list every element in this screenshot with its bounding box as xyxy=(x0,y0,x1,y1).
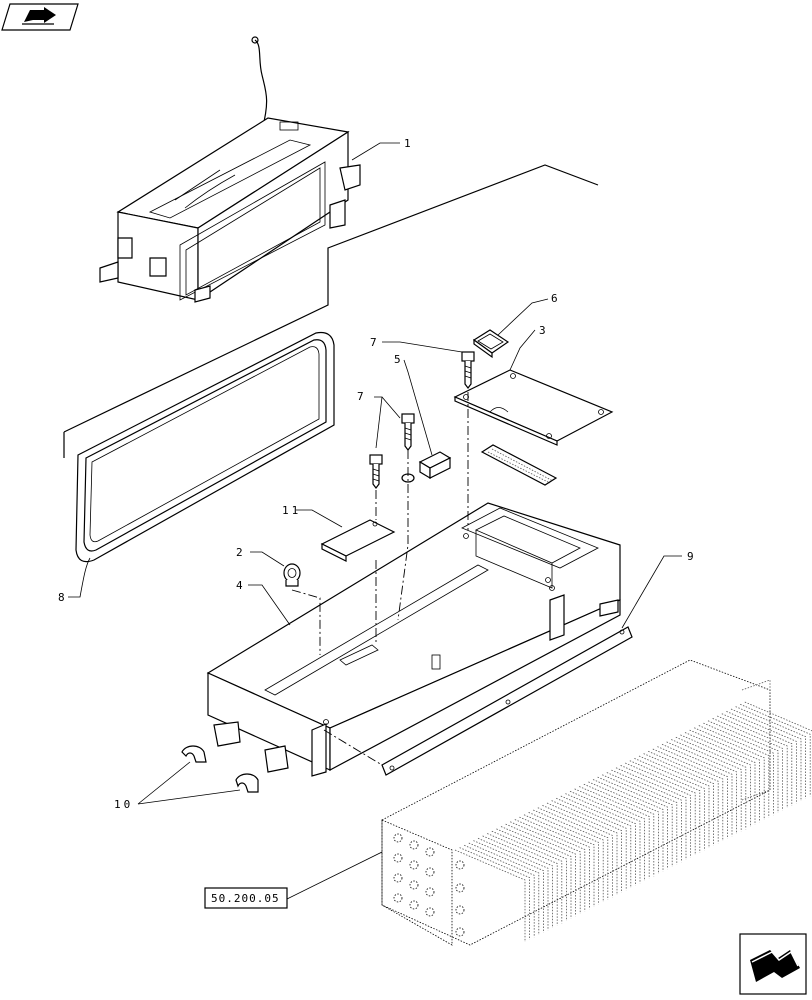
part-grommet xyxy=(283,563,301,587)
callout-4: 4 xyxy=(236,579,243,592)
reference-link[interactable]: 50.200.05 xyxy=(204,887,288,909)
callout-6: 6 xyxy=(551,292,558,305)
part-clip-upper xyxy=(181,745,207,763)
callout-11: 11 xyxy=(282,504,301,517)
part-trim-strip xyxy=(381,626,633,776)
part-screw-middle xyxy=(401,413,415,451)
callout-3: 3 xyxy=(539,324,546,337)
part-screw-lower xyxy=(369,454,383,489)
callout-7-top: 7 xyxy=(370,336,377,349)
callout-7-middle: 7 xyxy=(357,390,364,403)
part-pad xyxy=(472,329,510,359)
callout-9: 9 xyxy=(687,550,694,563)
book-arrow-icon[interactable] xyxy=(1,3,79,31)
callout-1: 1 xyxy=(404,137,411,150)
core-tubes xyxy=(393,833,465,937)
part-screw-top xyxy=(461,351,475,389)
part-housing xyxy=(206,502,621,777)
leader-lines xyxy=(68,142,682,900)
callout-2: 2 xyxy=(236,546,243,559)
part-gasket xyxy=(75,331,335,563)
next-page-arrow-icon[interactable] xyxy=(739,933,807,995)
part-clip-lower xyxy=(235,773,259,793)
callout-5: 5 xyxy=(394,353,401,366)
part-foam-strip xyxy=(480,444,558,486)
part-bracket-plate xyxy=(320,519,396,562)
callout-10: 10 xyxy=(114,798,133,811)
reference-label[interactable]: 50.200.05 xyxy=(211,892,280,905)
part-evaporator-unit xyxy=(99,36,361,303)
part-sensor xyxy=(401,451,452,483)
part-cover-plate xyxy=(453,369,614,446)
section-divider xyxy=(63,164,599,458)
callout-8: 8 xyxy=(58,591,65,604)
assembly-center-lines xyxy=(291,392,469,766)
part-heater-core xyxy=(381,659,812,946)
